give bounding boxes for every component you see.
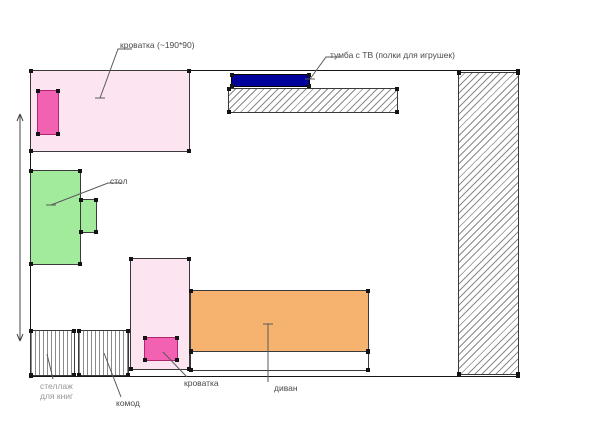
resize-handle[interactable] (516, 71, 520, 75)
resize-handle[interactable] (516, 374, 520, 378)
desk[interactable] (29, 169, 82, 266)
crib-top-pillow[interactable] (36, 89, 60, 136)
dresser[interactable] (77, 329, 130, 377)
tv[interactable] (230, 73, 311, 88)
resize-handle[interactable] (78, 262, 82, 266)
resize-handle[interactable] (72, 329, 76, 333)
resize-handle[interactable] (36, 89, 40, 93)
resize-handle[interactable] (29, 329, 33, 333)
resize-handle[interactable] (29, 169, 33, 173)
resize-handle[interactable] (189, 368, 193, 372)
resize-handle[interactable] (366, 350, 370, 354)
resize-handle[interactable] (187, 69, 191, 73)
resize-handle[interactable] (230, 84, 234, 88)
resize-handle[interactable] (187, 257, 191, 261)
resize-handle[interactable] (395, 87, 399, 91)
label-crib-bottom: кроватка (184, 378, 219, 388)
resize-handle[interactable] (230, 73, 234, 77)
bookshelf[interactable] (29, 329, 76, 377)
resize-handle[interactable] (457, 71, 461, 75)
label-bookshelf: стеллаж для книг (40, 381, 74, 401)
resize-handle[interactable] (77, 329, 81, 333)
resize-handle[interactable] (56, 89, 60, 93)
resize-handle[interactable] (307, 73, 311, 77)
crib-bottom-mattress[interactable] (143, 336, 179, 362)
wardrobe[interactable] (457, 71, 520, 376)
resize-handle[interactable] (143, 358, 147, 362)
resize-handle[interactable] (457, 372, 461, 376)
resize-handle[interactable] (79, 198, 83, 202)
resize-handle[interactable] (94, 198, 98, 202)
resize-handle[interactable] (366, 368, 370, 372)
label-dresser: комод (116, 398, 140, 408)
label-sofa: диван (274, 383, 298, 393)
label-desk: стол (110, 176, 128, 186)
resize-handle[interactable] (189, 350, 193, 354)
crib-bottom[interactable] (129, 257, 191, 371)
desk-extension[interactable] (79, 198, 98, 234)
resize-handle[interactable] (307, 84, 311, 88)
resize-handle[interactable] (77, 373, 81, 377)
resize-handle[interactable] (129, 367, 133, 371)
resize-handle[interactable] (29, 69, 33, 73)
resize-handle[interactable] (175, 336, 179, 340)
resize-handle[interactable] (227, 110, 231, 114)
resize-handle[interactable] (516, 372, 520, 376)
resize-handle[interactable] (94, 230, 98, 234)
resize-handle[interactable] (78, 169, 82, 173)
resize-handle[interactable] (29, 149, 33, 153)
dimension-line (16, 113, 24, 342)
sofa-front[interactable] (189, 350, 370, 372)
resize-handle[interactable] (395, 110, 399, 114)
resize-handle[interactable] (175, 358, 179, 362)
label-crib-top: кроватка (~190*90) (120, 40, 195, 50)
sofa[interactable] (189, 289, 370, 353)
resize-handle[interactable] (36, 132, 40, 136)
resize-handle[interactable] (187, 149, 191, 153)
resize-handle[interactable] (126, 329, 130, 333)
resize-handle[interactable] (366, 289, 370, 293)
resize-handle[interactable] (143, 336, 147, 340)
resize-handle[interactable] (72, 373, 76, 377)
resize-handle[interactable] (29, 373, 33, 377)
resize-handle[interactable] (56, 132, 60, 136)
tv-stand[interactable] (227, 87, 399, 114)
resize-handle[interactable] (129, 257, 133, 261)
resize-handle[interactable] (79, 230, 83, 234)
resize-handle[interactable] (126, 373, 130, 377)
label-tv-stand: тумба с ТВ (полки для игрушек) (330, 50, 455, 60)
resize-handle[interactable] (227, 87, 231, 91)
resize-handle[interactable] (29, 262, 33, 266)
resize-handle[interactable] (189, 289, 193, 293)
